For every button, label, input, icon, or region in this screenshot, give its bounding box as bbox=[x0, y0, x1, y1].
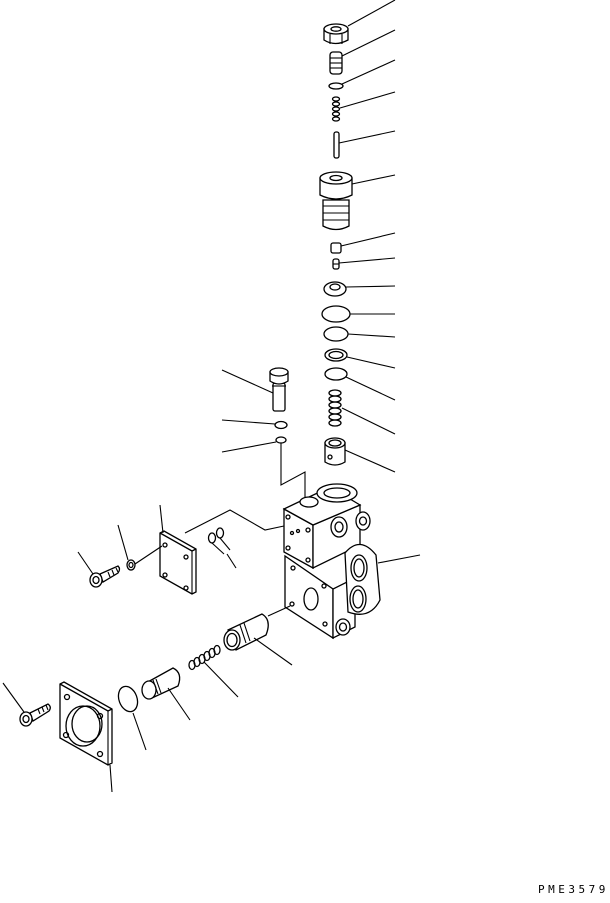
leader-line bbox=[378, 555, 420, 563]
part-spring bbox=[333, 92, 396, 121]
part-o-ring-large bbox=[322, 306, 395, 322]
part-o-ring bbox=[329, 60, 395, 89]
part-valve-body bbox=[284, 484, 420, 638]
part-cartridge bbox=[320, 172, 395, 230]
leader-line bbox=[3, 683, 24, 712]
part-spool-sleeve bbox=[224, 614, 292, 665]
leader-line bbox=[78, 552, 93, 574]
part-o-ring bbox=[325, 368, 395, 400]
leader-line bbox=[222, 420, 275, 424]
part-backup-ring bbox=[325, 349, 395, 368]
leader-line bbox=[346, 377, 395, 400]
part-plug bbox=[222, 368, 288, 411]
part-o-ring bbox=[222, 437, 286, 452]
part-o-ring bbox=[222, 420, 287, 429]
part-end-cover bbox=[60, 682, 112, 792]
part-bolt bbox=[3, 683, 50, 726]
assembly-path-line bbox=[268, 606, 290, 616]
leader-line bbox=[339, 258, 395, 263]
part-seat bbox=[324, 282, 395, 296]
part-poppet bbox=[331, 233, 395, 253]
leader-line bbox=[342, 408, 395, 434]
part-spring bbox=[189, 646, 238, 698]
leader-line bbox=[339, 131, 395, 143]
leader-line bbox=[345, 450, 395, 472]
part-small-spring bbox=[333, 258, 395, 269]
leader-line bbox=[160, 505, 163, 533]
leader-line bbox=[118, 525, 128, 560]
leader-line bbox=[348, 0, 395, 26]
part-o-ring bbox=[324, 327, 395, 341]
leader-line bbox=[133, 713, 146, 750]
part-sleeve bbox=[325, 438, 395, 472]
leader-line bbox=[346, 286, 395, 287]
assembly-path-line bbox=[281, 443, 305, 500]
leader-line bbox=[222, 442, 276, 452]
leader-line bbox=[352, 175, 395, 184]
part-o-ring bbox=[115, 684, 146, 750]
leader-line bbox=[342, 30, 395, 56]
leader-line bbox=[110, 765, 112, 792]
leader-line bbox=[348, 334, 395, 337]
part-o-ring-pair bbox=[209, 528, 237, 568]
part-cover-plate bbox=[160, 505, 196, 594]
part-adjuster bbox=[330, 30, 395, 74]
leader-line bbox=[347, 357, 395, 368]
assembly-path-line bbox=[185, 510, 284, 533]
part-bolt bbox=[78, 552, 120, 587]
part-spring bbox=[329, 390, 395, 434]
part-spool bbox=[142, 668, 190, 720]
leader-line bbox=[340, 92, 395, 108]
part-pin bbox=[334, 131, 395, 158]
leader-line bbox=[168, 688, 190, 720]
leader-line bbox=[341, 233, 395, 246]
leader-line bbox=[222, 370, 273, 393]
part-hex-nut bbox=[324, 0, 395, 44]
part-washer bbox=[118, 525, 162, 570]
leader-line bbox=[254, 638, 292, 665]
leader-line bbox=[342, 60, 395, 84]
leader-line bbox=[227, 554, 236, 568]
drawing-code: PME3579 bbox=[538, 883, 609, 896]
leader-line bbox=[204, 662, 238, 697]
